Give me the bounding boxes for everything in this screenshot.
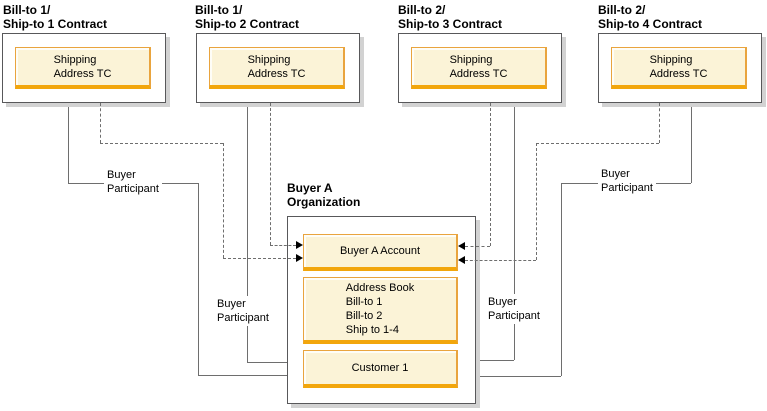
bp1-line2: Participant — [107, 183, 159, 195]
buyer-a-organization-box: Buyer A Account Address Book Bill-to 1 B… — [287, 216, 476, 404]
connector-dashed-c1-seg2 — [100, 143, 223, 144]
arrowhead-c1-into-account — [296, 254, 303, 262]
connector-dashed-c1-seg1 — [100, 103, 101, 143]
bp4-line2: Participant — [601, 182, 653, 194]
customer1-box: Customer 1 — [303, 350, 458, 388]
contract1-tc-line2: Address TC — [53, 67, 112, 80]
contract1-title-line1: Bill-to 1/ — [3, 3, 51, 17]
bp2-line2: Participant — [217, 312, 269, 324]
contract1-title: Bill-to 1/Ship-to 1 Contract — [3, 3, 107, 31]
bp2-line1: Buyer — [217, 298, 246, 310]
connector-dashed-c4-seg3 — [536, 143, 537, 260]
connector-solid-c2-seg2 — [247, 362, 288, 363]
buyer-a-account-box: Buyer A Account — [303, 234, 458, 271]
connector-solid-c1-seg3 — [198, 183, 199, 375]
contract2-title: Bill-to 1/Ship-to 2 Contract — [195, 3, 299, 31]
connector-dashed-c2-seg2 — [270, 245, 296, 246]
bp1-line1: Buyer — [107, 169, 136, 181]
connector-solid-c3-seg2 — [475, 360, 514, 361]
contract4-title-line2: Ship-to 4 Contract — [598, 17, 702, 31]
address-book-line4: Ship to 1-4 — [345, 324, 399, 336]
connector-dashed-c3-seg1 — [490, 103, 491, 246]
connector-dashed-c4-seg4 — [465, 260, 536, 261]
contract4-title: Bill-to 2/Ship-to 4 Contract — [598, 3, 702, 31]
contract3-title-line2: Ship-to 3 Contract — [398, 17, 502, 31]
contract2-title-line1: Bill-to 1/ — [195, 3, 243, 17]
organization-title-line2: Organization — [287, 195, 361, 209]
bp3-line2: Participant — [488, 310, 540, 322]
contract2-title-line2: Ship-to 2 Contract — [195, 17, 299, 31]
contract1-title-line2: Ship-to 1 Contract — [3, 17, 107, 31]
address-book-box: Address Book Bill-to 1 Bill-to 2 Ship to… — [303, 277, 458, 344]
connector-dashed-c1-seg3 — [223, 143, 224, 258]
connector-dashed-c3-seg2 — [465, 246, 490, 247]
connector-dashed-c4-seg2 — [536, 143, 659, 144]
buyer-a-account-label: Buyer A Account — [339, 245, 421, 257]
contract3-tc-line2: Address TC — [449, 67, 508, 80]
address-book-line1: Address Book — [345, 282, 415, 294]
connector-solid-c4-seg4 — [475, 376, 561, 377]
contract4-title-line1: Bill-to 2/ — [598, 3, 646, 17]
connector-solid-c1-seg4 — [198, 375, 288, 376]
connector-solid-c4-seg3 — [561, 183, 562, 376]
connector-dashed-c4-seg1 — [659, 103, 660, 143]
arrowhead-c2-into-account — [296, 241, 303, 249]
organization-title-line1: Buyer A — [287, 181, 333, 195]
bp4-line1: Buyer — [601, 168, 630, 180]
arrowhead-c4-into-account — [458, 256, 465, 264]
contract1-tc-line1: Shipping — [53, 53, 97, 66]
contract4-tc-line2: Address TC — [649, 67, 708, 80]
address-book-line2: Bill-to 1 — [345, 296, 383, 308]
address-book-line3: Bill-to 2 — [345, 310, 383, 322]
connector-dashed-c1-seg4 — [223, 258, 296, 259]
connector-solid-c1-seg1 — [68, 103, 69, 183]
connector-dashed-c2-seg1 — [270, 103, 271, 245]
contract4-tc-line1: Shipping — [649, 53, 693, 66]
connector-solid-c4-seg1 — [691, 103, 692, 183]
contract3-title: Bill-to 2/Ship-to 3 Contract — [398, 3, 502, 31]
bp3-line1: Buyer — [488, 296, 517, 308]
contract2-tc-line1: Shipping — [247, 53, 291, 66]
contract3-title-line1: Bill-to 2/ — [398, 3, 446, 17]
contract3-tc-line1: Shipping — [449, 53, 493, 66]
connector-solid-c2-seg1 — [247, 103, 248, 362]
arrowhead-c3-into-account — [458, 242, 465, 250]
customer1-label: Customer 1 — [351, 361, 409, 374]
connector-solid-c3-seg1 — [514, 103, 515, 360]
contract2-tc-line2: Address TC — [247, 67, 306, 80]
